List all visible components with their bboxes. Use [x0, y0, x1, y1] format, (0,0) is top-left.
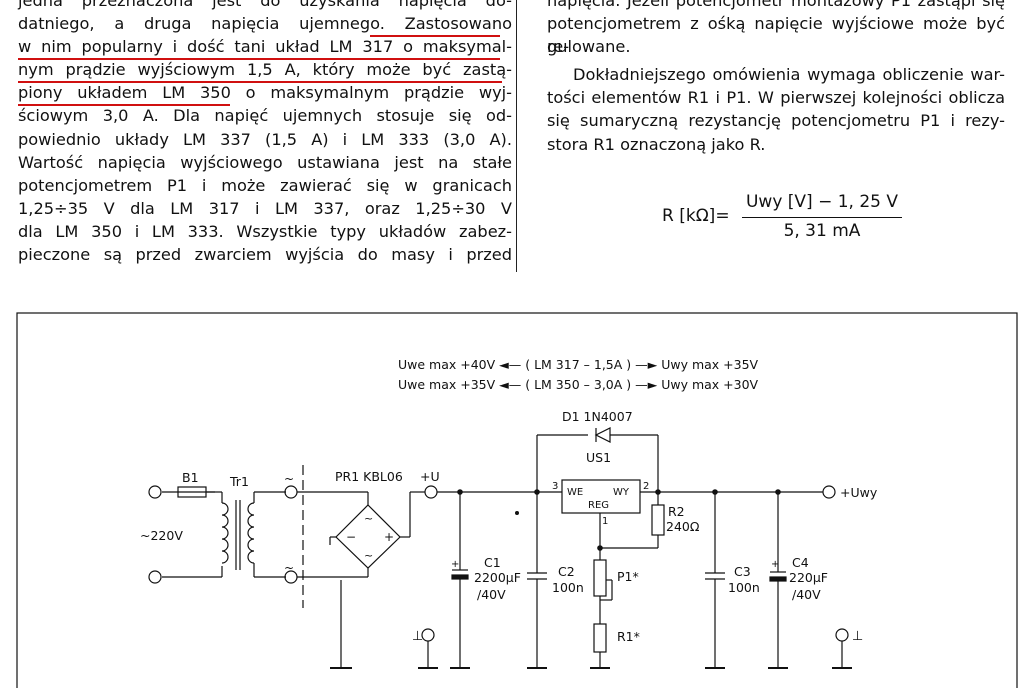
b1-label: B1 [182, 470, 199, 485]
pin-1: 1 [602, 516, 608, 527]
ac-bottom-label: ~ [284, 561, 294, 575]
output-label: +Uwy [840, 485, 878, 500]
formula-numerator: Uwy [V] − 1, 25 V [745, 192, 899, 212]
highlight-underline [18, 104, 230, 106]
us1-wy-pin: WY [613, 487, 630, 498]
c1-voltage: /40V [477, 587, 506, 602]
us1-reg: REG [588, 500, 609, 511]
text-line: Wartość napięcia wyjściowego ustawiana j… [18, 152, 512, 172]
r1-label: R1* [617, 629, 640, 644]
c1-label: C1 [484, 555, 501, 570]
r2-value: 240Ω [666, 519, 700, 534]
us1-label: US1 [586, 450, 611, 465]
regulator-us1 [561, 479, 641, 514]
bridge-ac-top: ~ [364, 512, 373, 525]
p1-label: P1* [617, 569, 639, 584]
highlight-underline [18, 81, 502, 83]
pin-2: 2 [643, 481, 649, 492]
text-line: 1,25÷35 V dla LM 317 i LM 337, oraz 1,25… [18, 198, 512, 218]
terminal [835, 628, 849, 642]
terminal [148, 485, 162, 499]
highlight-underline [18, 58, 500, 60]
ground-left-label: ⊥ [412, 629, 423, 644]
text-line: pieczone są przed zwarciem wyjścia do ma… [18, 245, 512, 265]
highlight-underline [370, 35, 500, 37]
formula-lhs: R [kΩ]= [662, 206, 730, 226]
resistor-r1 [593, 623, 607, 653]
transformer-secondary [247, 502, 255, 564]
schematic-frame [16, 312, 1018, 688]
tr1-label: Tr1 [229, 474, 249, 489]
fraction-bar [742, 217, 902, 218]
terminal [822, 485, 836, 499]
c4-plus: + [771, 559, 779, 570]
text-line: powiednio układy LM 337 (1,5 A) i LM 333… [18, 129, 512, 149]
terminal [284, 485, 298, 499]
spec-line-1: Uwe max +40V ◄— ( LM 317 – 1,5A ) —► Uwy… [398, 357, 759, 372]
text-line: się sumaryczną rezystancję potencjometru… [547, 111, 1005, 131]
spec-line-2: Uwe max +35V ◄— ( LM 350 – 3,0A ) —► Uwy… [398, 377, 759, 392]
left-text-column: jedna przeznaczona jest do uzyskania nap… [18, 0, 512, 266]
bridge-rectifier [335, 504, 401, 569]
text-line: datniego, a druga napięcia ujemnego. Zas… [18, 14, 512, 34]
right-text-column: napięcia. Jeżeli potencjometr montażowy … [547, 0, 1005, 156]
c3-label: C3 [734, 564, 751, 579]
column-divider [516, 0, 517, 272]
c1-plus: + [451, 559, 459, 570]
c2-label: C2 [558, 564, 575, 579]
text-line: nym prądzie wyjściowym 1,5 A, który może… [18, 60, 512, 80]
c4-value: 220µF [789, 570, 828, 585]
c3-value: 100n [728, 580, 760, 595]
resistor-r2 [651, 504, 665, 536]
bridge-label: PR1 KBL06 [335, 469, 403, 484]
bridge-minus: − [346, 530, 356, 544]
text-line: napięcia. Jeżeli potencjometr montażowy … [547, 0, 1005, 10]
terminal [148, 570, 162, 584]
pin-3: 3 [552, 481, 558, 492]
formula-fraction: Uwy [V] − 1, 25 V 5, 31 mA [742, 192, 902, 241]
potentiometer-p1 [593, 559, 607, 597]
c1-value: 2200µF [474, 570, 521, 585]
diode-d1 [594, 427, 611, 443]
c2-value: 100n [552, 580, 584, 595]
text-line: ściowym 3,0 A. Dla napięć ujemnych stosu… [18, 106, 512, 126]
r2-label: R2 [668, 504, 685, 519]
text-line: potencjometrem z ośką napięcie wyjściowe… [547, 14, 1005, 57]
text-line: potencjometrem P1 i może zawierać się w … [18, 175, 512, 195]
text-line: dla LM 350 i LM 333. Wszystkie typy ukła… [18, 221, 512, 241]
us1-we-pin: WE [567, 487, 583, 498]
text-line: w nim popularny i dość tani układ LM 317… [18, 37, 512, 57]
text-line: piony układem LM 350 o maksymalnym prądz… [18, 83, 512, 103]
d1-label: D1 1N4007 [562, 409, 633, 424]
transformer-primary [221, 502, 229, 564]
bridge-ac-bottom: ~ [364, 549, 373, 562]
ac-top-label: ~ [284, 472, 294, 486]
terminal [424, 485, 438, 499]
text-line: stora R1 oznaczoną jako R. [547, 134, 766, 154]
terminal [421, 628, 435, 642]
text-line: Dokładniejszego omówienia wymaga oblicze… [573, 65, 1005, 85]
text-line: tości elementów R1 i P1. W pierwszej kol… [547, 88, 1005, 108]
plus-u-label: +U [420, 469, 440, 484]
formula-denominator: 5, 31 mA [783, 221, 861, 241]
mains-label: ~220V [140, 528, 183, 543]
bridge-plus: + [384, 530, 394, 544]
text-line: jedna przeznaczona jest do uzyskania nap… [18, 0, 512, 10]
ground-right-label: ⊥ [852, 629, 863, 644]
c4-voltage: /40V [792, 587, 821, 602]
text-line: gulowane. [547, 37, 631, 57]
c4-label: C4 [792, 555, 809, 570]
